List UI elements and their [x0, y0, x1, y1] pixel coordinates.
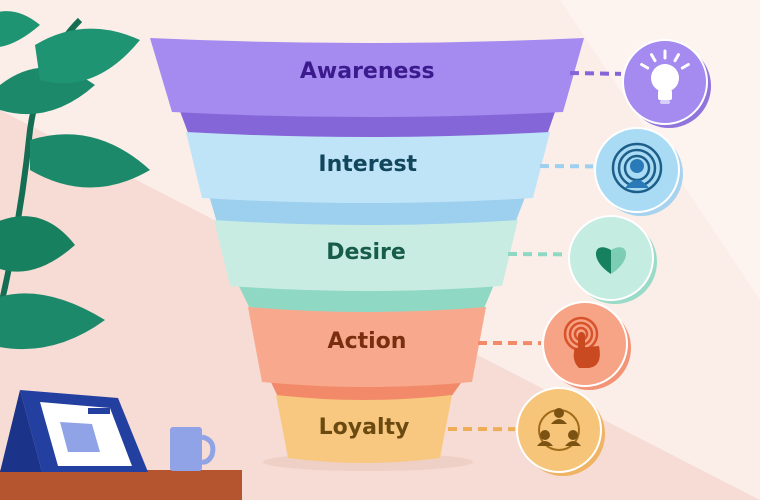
lightbulb-icon	[622, 39, 711, 128]
stage-label-loyalty: Loyalty	[318, 415, 410, 440]
stage-label-awareness: Awareness	[299, 59, 435, 84]
tap-hand-icon	[542, 301, 631, 390]
desk	[0, 470, 242, 500]
funnel-segment-desire	[214, 220, 518, 291]
funnel	[150, 38, 584, 463]
stage-label-interest: Interest	[318, 152, 418, 177]
connectors	[447, 71, 622, 432]
funnel-segment-awareness	[150, 38, 584, 117]
laptop	[0, 390, 148, 472]
plant-decoration	[0, 11, 150, 350]
stage-icons	[516, 39, 711, 476]
broadcast-person-icon	[594, 127, 683, 216]
funnel-segment-loyalty	[276, 395, 452, 463]
connector-awareness	[569, 71, 622, 76]
stage-label-action: Action	[327, 329, 407, 354]
community-icon	[516, 387, 605, 476]
stage-label-desire: Desire	[326, 240, 406, 265]
heart-icon	[568, 215, 657, 304]
funnel-segment-action	[248, 307, 486, 387]
funnel-segment-interest	[186, 132, 550, 203]
mug	[170, 427, 216, 471]
